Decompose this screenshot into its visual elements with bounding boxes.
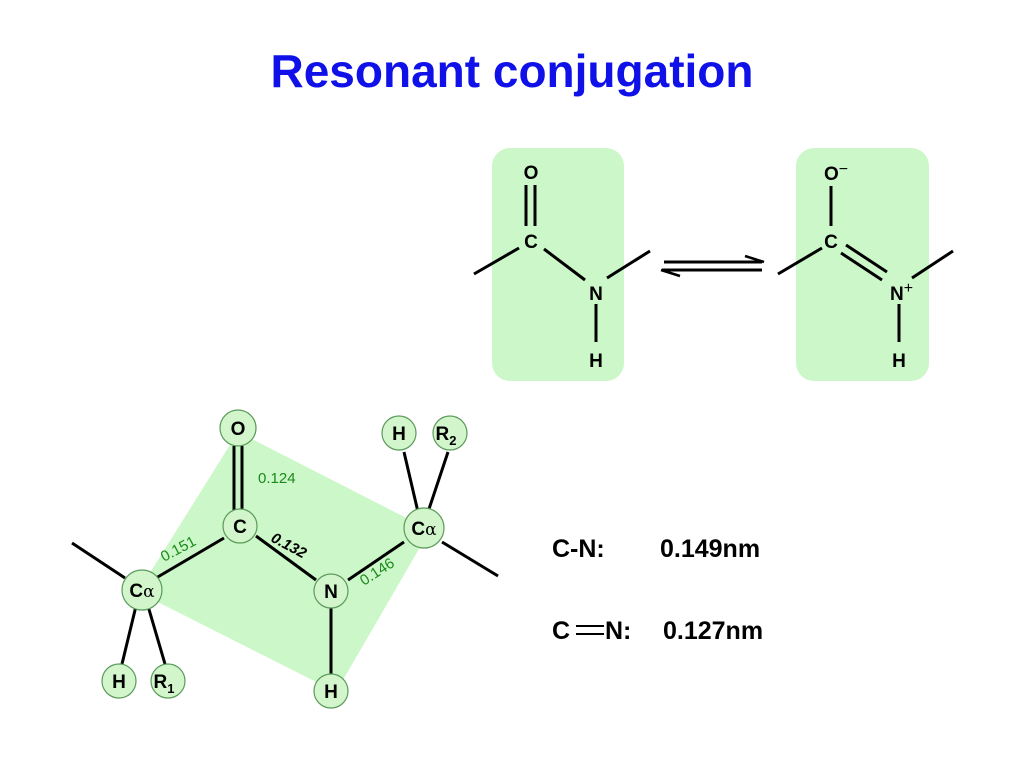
fact-double-c: C bbox=[552, 617, 570, 645]
fact-double-value: 0.127nm bbox=[663, 617, 763, 645]
right-atom-h: H bbox=[892, 351, 906, 372]
pep-atom-ca1: Cα bbox=[129, 581, 155, 602]
alpha-symbol: α bbox=[425, 520, 437, 540]
bond-length-facts: C-N: 0.149nm C N: 0.127nm bbox=[552, 535, 763, 645]
fact-double-n: N: bbox=[605, 617, 631, 645]
pep-c-n-bond bbox=[255, 534, 317, 582]
pep-node-n: N bbox=[313, 573, 349, 609]
right-atom-c: C bbox=[824, 232, 838, 253]
pep-atom-n: N bbox=[324, 582, 338, 603]
pep-atom-c: C bbox=[233, 517, 247, 538]
left-atom-c: C bbox=[524, 232, 538, 253]
pep-ca2-h-bond bbox=[402, 451, 420, 513]
peptide-plane-diagram: O C N H Cα H R1 Cα bbox=[71, 409, 499, 709]
fact-single-label: C-N: bbox=[552, 535, 605, 563]
pep-n-ca2-bond bbox=[347, 540, 405, 582]
pep-node-ca1: Cα bbox=[121, 569, 163, 611]
pep-node-r1: R1 bbox=[150, 663, 186, 699]
negative-charge-icon: − bbox=[839, 161, 848, 178]
pep-node-h1: H bbox=[101, 663, 137, 699]
pep-ca1-r1-bond bbox=[146, 605, 167, 665]
pep-ca1-h-bond bbox=[120, 605, 138, 665]
positive-charge-icon: + bbox=[904, 280, 913, 297]
left-n-right-stub bbox=[606, 249, 651, 280]
slide-title: Resonant conjugation bbox=[270, 45, 754, 97]
pep-atom-o: O bbox=[231, 419, 246, 440]
left-atom-o: O bbox=[524, 163, 539, 184]
left-c-left-stub bbox=[473, 246, 520, 276]
right-cn-double-bond-2 bbox=[840, 251, 883, 282]
right-resonance-structure: O− C N+ H bbox=[777, 148, 954, 381]
right-c-left-stub bbox=[777, 246, 823, 276]
pep-ca1-left-stub bbox=[71, 541, 126, 580]
left-cn-bond bbox=[543, 247, 586, 282]
pep-node-ca2: Cα bbox=[403, 507, 445, 549]
pep-atom-h1: H bbox=[112, 672, 126, 693]
peptide-plane-highlight bbox=[138, 432, 430, 692]
right-atom-o: O− bbox=[824, 161, 848, 185]
right-cn-double-bond-1 bbox=[845, 243, 888, 274]
double-bond-icon bbox=[576, 625, 604, 635]
left-atom-n: N bbox=[589, 284, 603, 305]
pep-atom-ca2: Cα bbox=[411, 519, 437, 540]
pep-atom-r1: R1 bbox=[154, 672, 175, 696]
alpha-symbol: α bbox=[143, 582, 155, 602]
pep-node-c: C bbox=[222, 508, 258, 544]
pep-atom-r2: R2 bbox=[436, 424, 457, 448]
pep-ca2-right-stub bbox=[441, 540, 499, 578]
pep-node-o: O bbox=[219, 409, 257, 447]
bond-length-co: 0.124 bbox=[258, 470, 296, 487]
left-resonance-structure: O C N H bbox=[473, 148, 651, 381]
equilibrium-arrow-icon bbox=[660, 254, 765, 278]
left-atom-h: H bbox=[589, 351, 603, 372]
fact-single-value: 0.149nm bbox=[660, 535, 760, 563]
right-highlight-box bbox=[796, 148, 929, 381]
left-highlight-box bbox=[492, 148, 624, 381]
pep-atom-h2: H bbox=[392, 424, 406, 445]
right-n-right-stub bbox=[911, 249, 954, 280]
pep-ca1-c-bond bbox=[155, 536, 225, 580]
pep-node-r2: R2 bbox=[432, 415, 468, 451]
pep-node-h2: H bbox=[381, 415, 417, 451]
pep-atom-h-n: H bbox=[324, 682, 338, 703]
right-atom-n: N+ bbox=[890, 280, 913, 305]
pep-ca2-r2-bond bbox=[426, 451, 450, 513]
pep-node-h-n: H bbox=[313, 673, 349, 709]
